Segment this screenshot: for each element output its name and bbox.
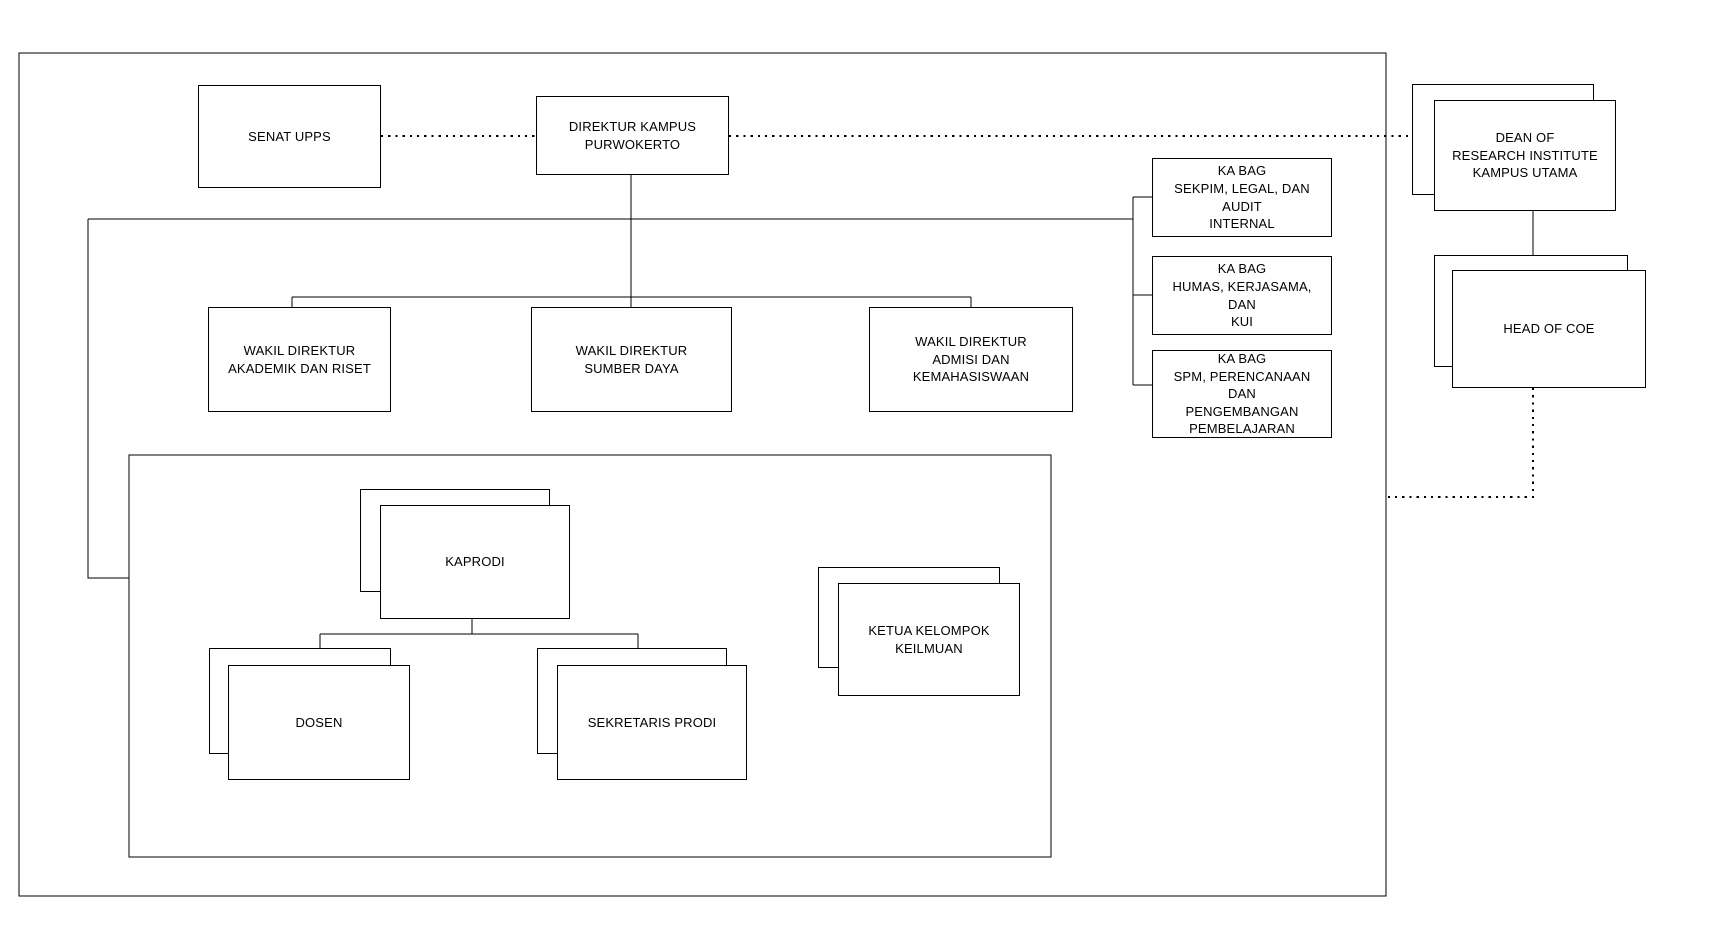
node-label: KA BAG SEKPIM, LEGAL, DAN AUDIT INTERNAL — [1174, 163, 1310, 232]
node-kaprodi[interactable]: KAPRODI — [380, 505, 570, 619]
dotted-coe-to-container — [1386, 388, 1534, 498]
node-label: WAKIL DIREKTUR AKADEMIK DAN RISET — [228, 342, 371, 376]
node-direktur-kampus[interactable]: DIREKTUR KAMPUS PURWOKERTO — [536, 96, 729, 175]
node-dean-research-institute[interactable]: DEAN OF RESEARCH INSTITUTE KAMPUS UTAMA — [1434, 100, 1616, 211]
node-label: KA BAG SPM, PERENCANAAN DAN PENGEMBANGAN… — [1173, 351, 1311, 437]
left-bracket-vertical — [87, 219, 129, 579]
node-label: KA BAG HUMAS, KERJASAMA, DAN KUI — [1172, 261, 1312, 330]
node-label: KAPRODI — [445, 554, 505, 570]
node-label: HEAD OF COE — [1503, 321, 1595, 337]
node-head-of-coe[interactable]: HEAD OF COE — [1452, 270, 1646, 388]
node-wakil-direktur-sumber-daya[interactable]: WAKIL DIREKTUR SUMBER DAYA — [531, 307, 732, 412]
node-label: DEAN OF RESEARCH INSTITUTE KAMPUS UTAMA — [1452, 130, 1598, 181]
node-wakil-direktur-admisi[interactable]: WAKIL DIREKTUR ADMISI DAN KEMAHASISWAAN — [869, 307, 1073, 412]
node-senat-upps[interactable]: SENAT UPPS — [198, 85, 381, 188]
node-wakil-direktur-akademik[interactable]: WAKIL DIREKTUR AKADEMIK DAN RISET — [208, 307, 391, 412]
node-kabag-spm[interactable]: KA BAG SPM, PERENCANAAN DAN PENGEMBANGAN… — [1152, 350, 1332, 438]
node-ketua-kelompok-keilmuan[interactable]: KETUA KELOMPOK KEILMUAN — [838, 583, 1020, 696]
node-label: DOSEN — [295, 714, 343, 730]
node-sekretaris-prodi[interactable]: SEKRETARIS PRODI — [557, 665, 747, 780]
node-kabag-humas[interactable]: KA BAG HUMAS, KERJASAMA, DAN KUI — [1152, 256, 1332, 335]
node-dosen[interactable]: DOSEN — [228, 665, 410, 780]
node-label: SENAT UPPS — [248, 128, 331, 144]
node-label: WAKIL DIREKTUR ADMISI DAN KEMAHASISWAAN — [912, 334, 1030, 385]
node-label: WAKIL DIREKTUR SUMBER DAYA — [575, 342, 688, 376]
node-kabag-sekpim[interactable]: KA BAG SEKPIM, LEGAL, DAN AUDIT INTERNAL — [1152, 158, 1332, 237]
node-label: KETUA KELOMPOK KEILMUAN — [868, 622, 990, 656]
node-label: DIREKTUR KAMPUS PURWOKERTO — [568, 118, 697, 152]
node-label: SEKRETARIS PRODI — [587, 714, 717, 730]
